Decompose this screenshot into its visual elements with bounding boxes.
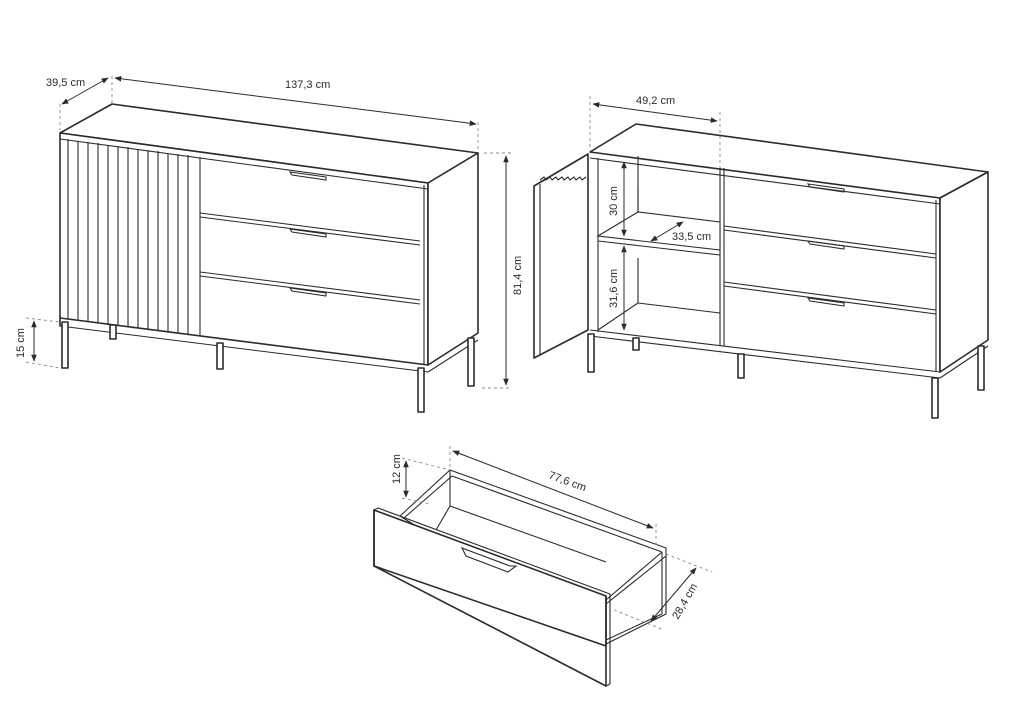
drawer-view: 12 cm 77,6 cm 28,4 cm bbox=[373, 446, 713, 687]
width-label: 137,3 cm bbox=[285, 79, 330, 91]
right-side bbox=[939, 171, 989, 373]
drawer-handle bbox=[288, 171, 327, 181]
legs bbox=[61, 321, 475, 413]
height-label: 81,4 cm bbox=[512, 256, 524, 295]
drawer-depth-label: 28,4 cm bbox=[670, 582, 700, 622]
drawer-handle bbox=[288, 228, 327, 238]
depth-label: 39,5 cm bbox=[46, 77, 85, 89]
drawer-handle bbox=[806, 297, 845, 307]
slatted-door bbox=[67, 139, 201, 335]
open-compartment bbox=[596, 156, 725, 346]
shelf-depth-label: 33,5 cm bbox=[672, 231, 711, 243]
drawer-height-label: 12 cm bbox=[391, 454, 403, 484]
right-side bbox=[427, 152, 479, 366]
drawer-fronts bbox=[199, 171, 421, 305]
drawer-handle bbox=[460, 546, 518, 573]
legs bbox=[587, 333, 985, 419]
open-door bbox=[533, 153, 589, 359]
drawer-handle bbox=[806, 240, 845, 250]
drawer-fronts bbox=[723, 183, 937, 315]
upper-height-label: 30 cm bbox=[608, 186, 620, 216]
sideboard-closed-view: 39,5 cm 137,3 cm 81,4 cm 15 cm bbox=[15, 76, 524, 413]
compartment-width-label: 49,2 cm bbox=[636, 95, 675, 107]
top-panel bbox=[589, 123, 989, 199]
sideboard-open-view: 49,2 cm 30 cm 33,5 cm 31,6 cm bbox=[533, 95, 989, 419]
leg-height-label: 15 cm bbox=[15, 328, 27, 358]
lower-height-label: 31,6 cm bbox=[608, 269, 620, 308]
drawer-handle bbox=[806, 183, 845, 193]
drawer-handle bbox=[288, 287, 327, 297]
drawer-length-label: 77,6 cm bbox=[547, 470, 588, 495]
